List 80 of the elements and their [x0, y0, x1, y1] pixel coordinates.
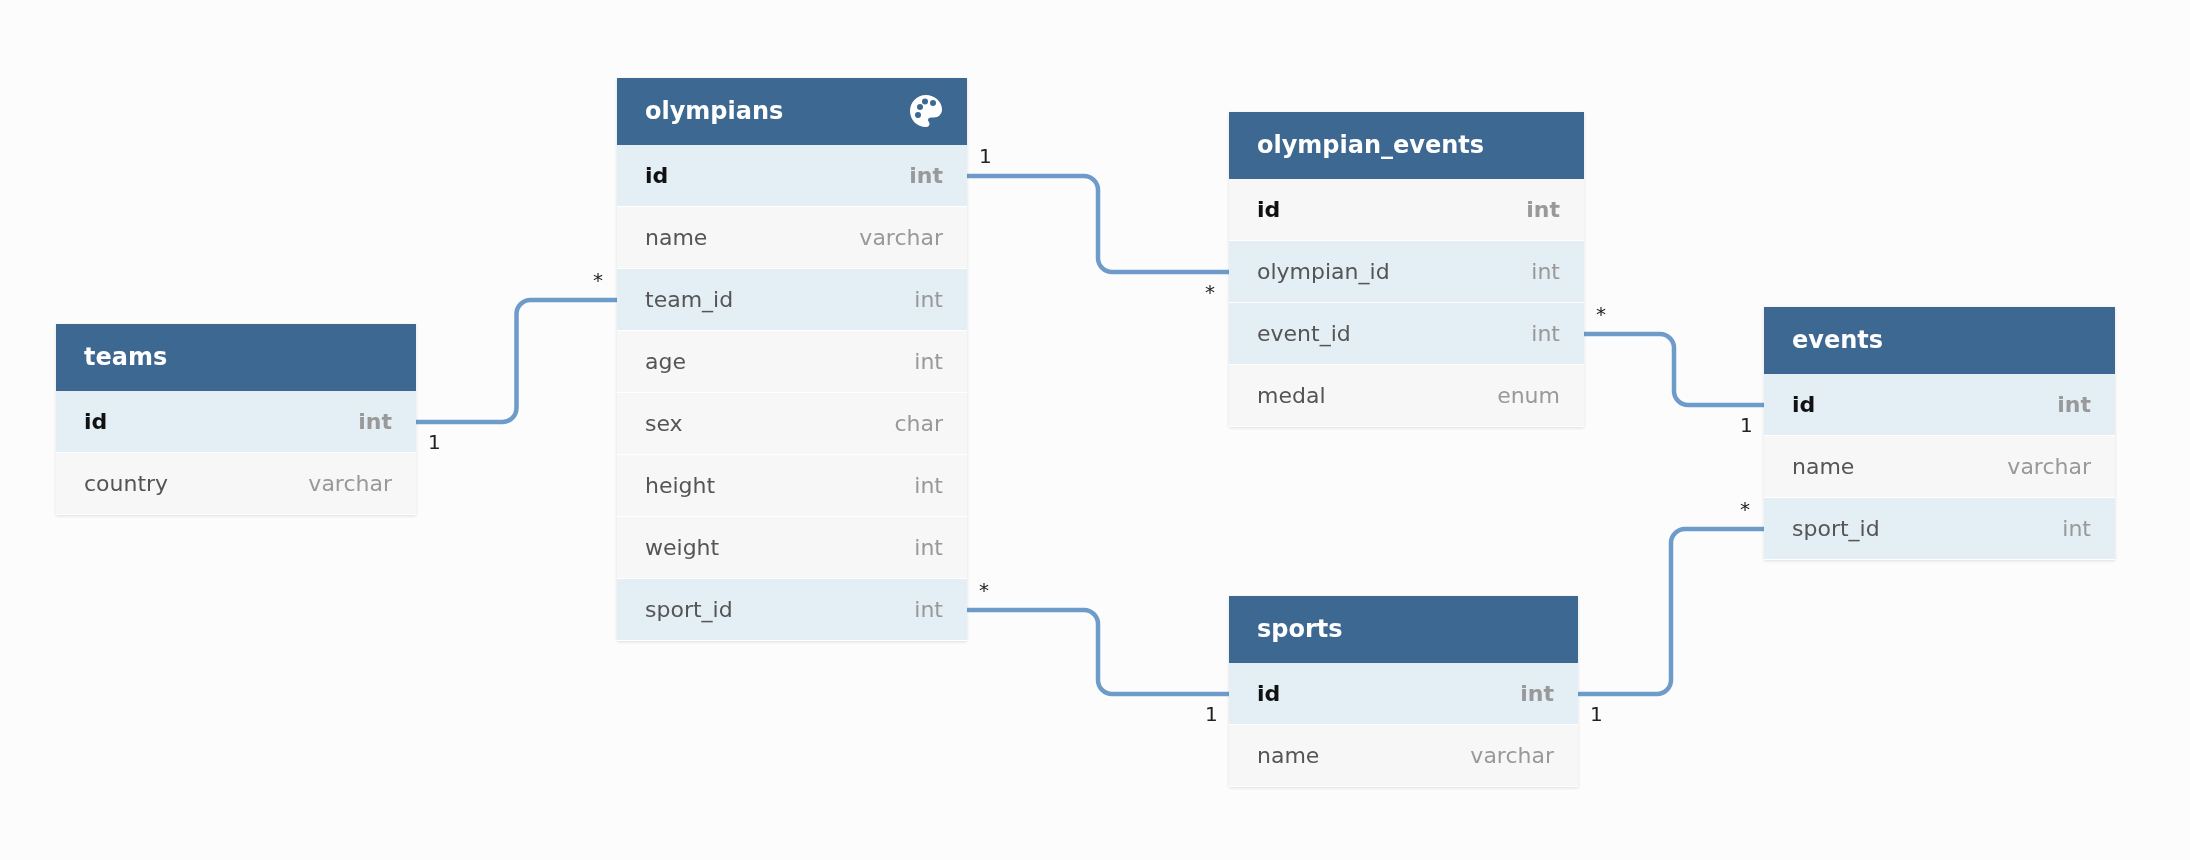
table-row	[617, 331, 967, 393]
table-title: sports	[1257, 614, 1343, 644]
table-title: olympian_events	[1257, 130, 1485, 160]
column-name: name	[645, 225, 708, 250]
cardinality-label: 1	[1205, 703, 1218, 725]
column-name: age	[645, 349, 686, 374]
table-row	[1229, 725, 1578, 787]
column-name: id	[84, 409, 108, 434]
table-row	[1229, 365, 1584, 427]
column-name: height	[645, 473, 716, 498]
relationship-line	[416, 297, 617, 425]
column-type: int	[1520, 681, 1554, 706]
column-type: int	[914, 349, 943, 374]
table-row	[56, 453, 416, 515]
column-name: olympian_id	[1257, 259, 1390, 284]
table-card	[1764, 307, 2115, 560]
cardinality-label: 1	[1740, 414, 1753, 436]
table-row	[1229, 303, 1584, 365]
column-type: varchar	[859, 225, 943, 250]
column-name: sport_id	[1792, 516, 1880, 541]
cardinality-label: *	[1596, 303, 1606, 325]
relationship-line	[1578, 526, 1764, 697]
cardinality-label: *	[593, 269, 603, 291]
table-card	[56, 324, 416, 515]
table-row	[617, 207, 967, 269]
column-type: int	[2062, 516, 2091, 541]
column-type: int	[1526, 197, 1560, 222]
column-type: int	[358, 409, 392, 434]
column-name: sport_id	[645, 597, 733, 622]
cardinality-label: 1	[979, 145, 992, 167]
column-name: event_id	[1257, 321, 1351, 346]
column-name: name	[1257, 743, 1320, 768]
cardinality-label: 1	[1590, 703, 1603, 725]
column-type: int	[914, 535, 943, 560]
column-type: int	[1531, 321, 1560, 346]
relationship-line	[967, 173, 1229, 275]
column-type: char	[894, 411, 943, 436]
column-name: id	[1792, 392, 1816, 417]
column-name: id	[645, 163, 669, 188]
cardinality-label: *	[1205, 281, 1215, 303]
table-row	[1764, 436, 2115, 498]
table-row	[617, 517, 967, 579]
table-row	[1764, 374, 2115, 436]
column-type: varchar	[308, 471, 392, 496]
cardinality-label: *	[1740, 498, 1750, 520]
column-name: country	[84, 471, 169, 496]
column-type: int	[914, 597, 943, 622]
table-card	[617, 78, 967, 641]
table-title: events	[1792, 325, 1884, 355]
table-row	[617, 145, 967, 207]
relationship-line	[967, 607, 1229, 697]
column-name: id	[1257, 681, 1281, 706]
table-row	[617, 579, 967, 641]
table-row	[1229, 241, 1584, 303]
column-name: medal	[1257, 383, 1326, 408]
column-name: sex	[645, 411, 683, 436]
cardinality-label: 1	[428, 431, 441, 453]
table-title: teams	[84, 342, 168, 372]
table-card	[1229, 112, 1584, 427]
table-row	[617, 269, 967, 331]
column-name: name	[1792, 454, 1855, 479]
column-type: int	[2057, 392, 2091, 417]
column-type: enum	[1497, 383, 1560, 408]
table-row	[56, 391, 416, 453]
relationship-line	[1584, 331, 1764, 408]
table-title: olympians	[645, 96, 784, 126]
column-type: varchar	[2007, 454, 2091, 479]
column-type: int	[1531, 259, 1560, 284]
column-type: int	[914, 287, 943, 312]
table-row	[1229, 663, 1578, 725]
column-name: weight	[645, 535, 720, 560]
table-row	[1229, 179, 1584, 241]
column-type: varchar	[1470, 743, 1554, 768]
table-row	[1764, 498, 2115, 560]
column-type: int	[909, 163, 943, 188]
table-card	[1229, 596, 1578, 787]
cardinality-label: *	[979, 579, 989, 601]
column-name: team_id	[645, 287, 734, 312]
column-name: id	[1257, 197, 1281, 222]
column-type: int	[914, 473, 943, 498]
